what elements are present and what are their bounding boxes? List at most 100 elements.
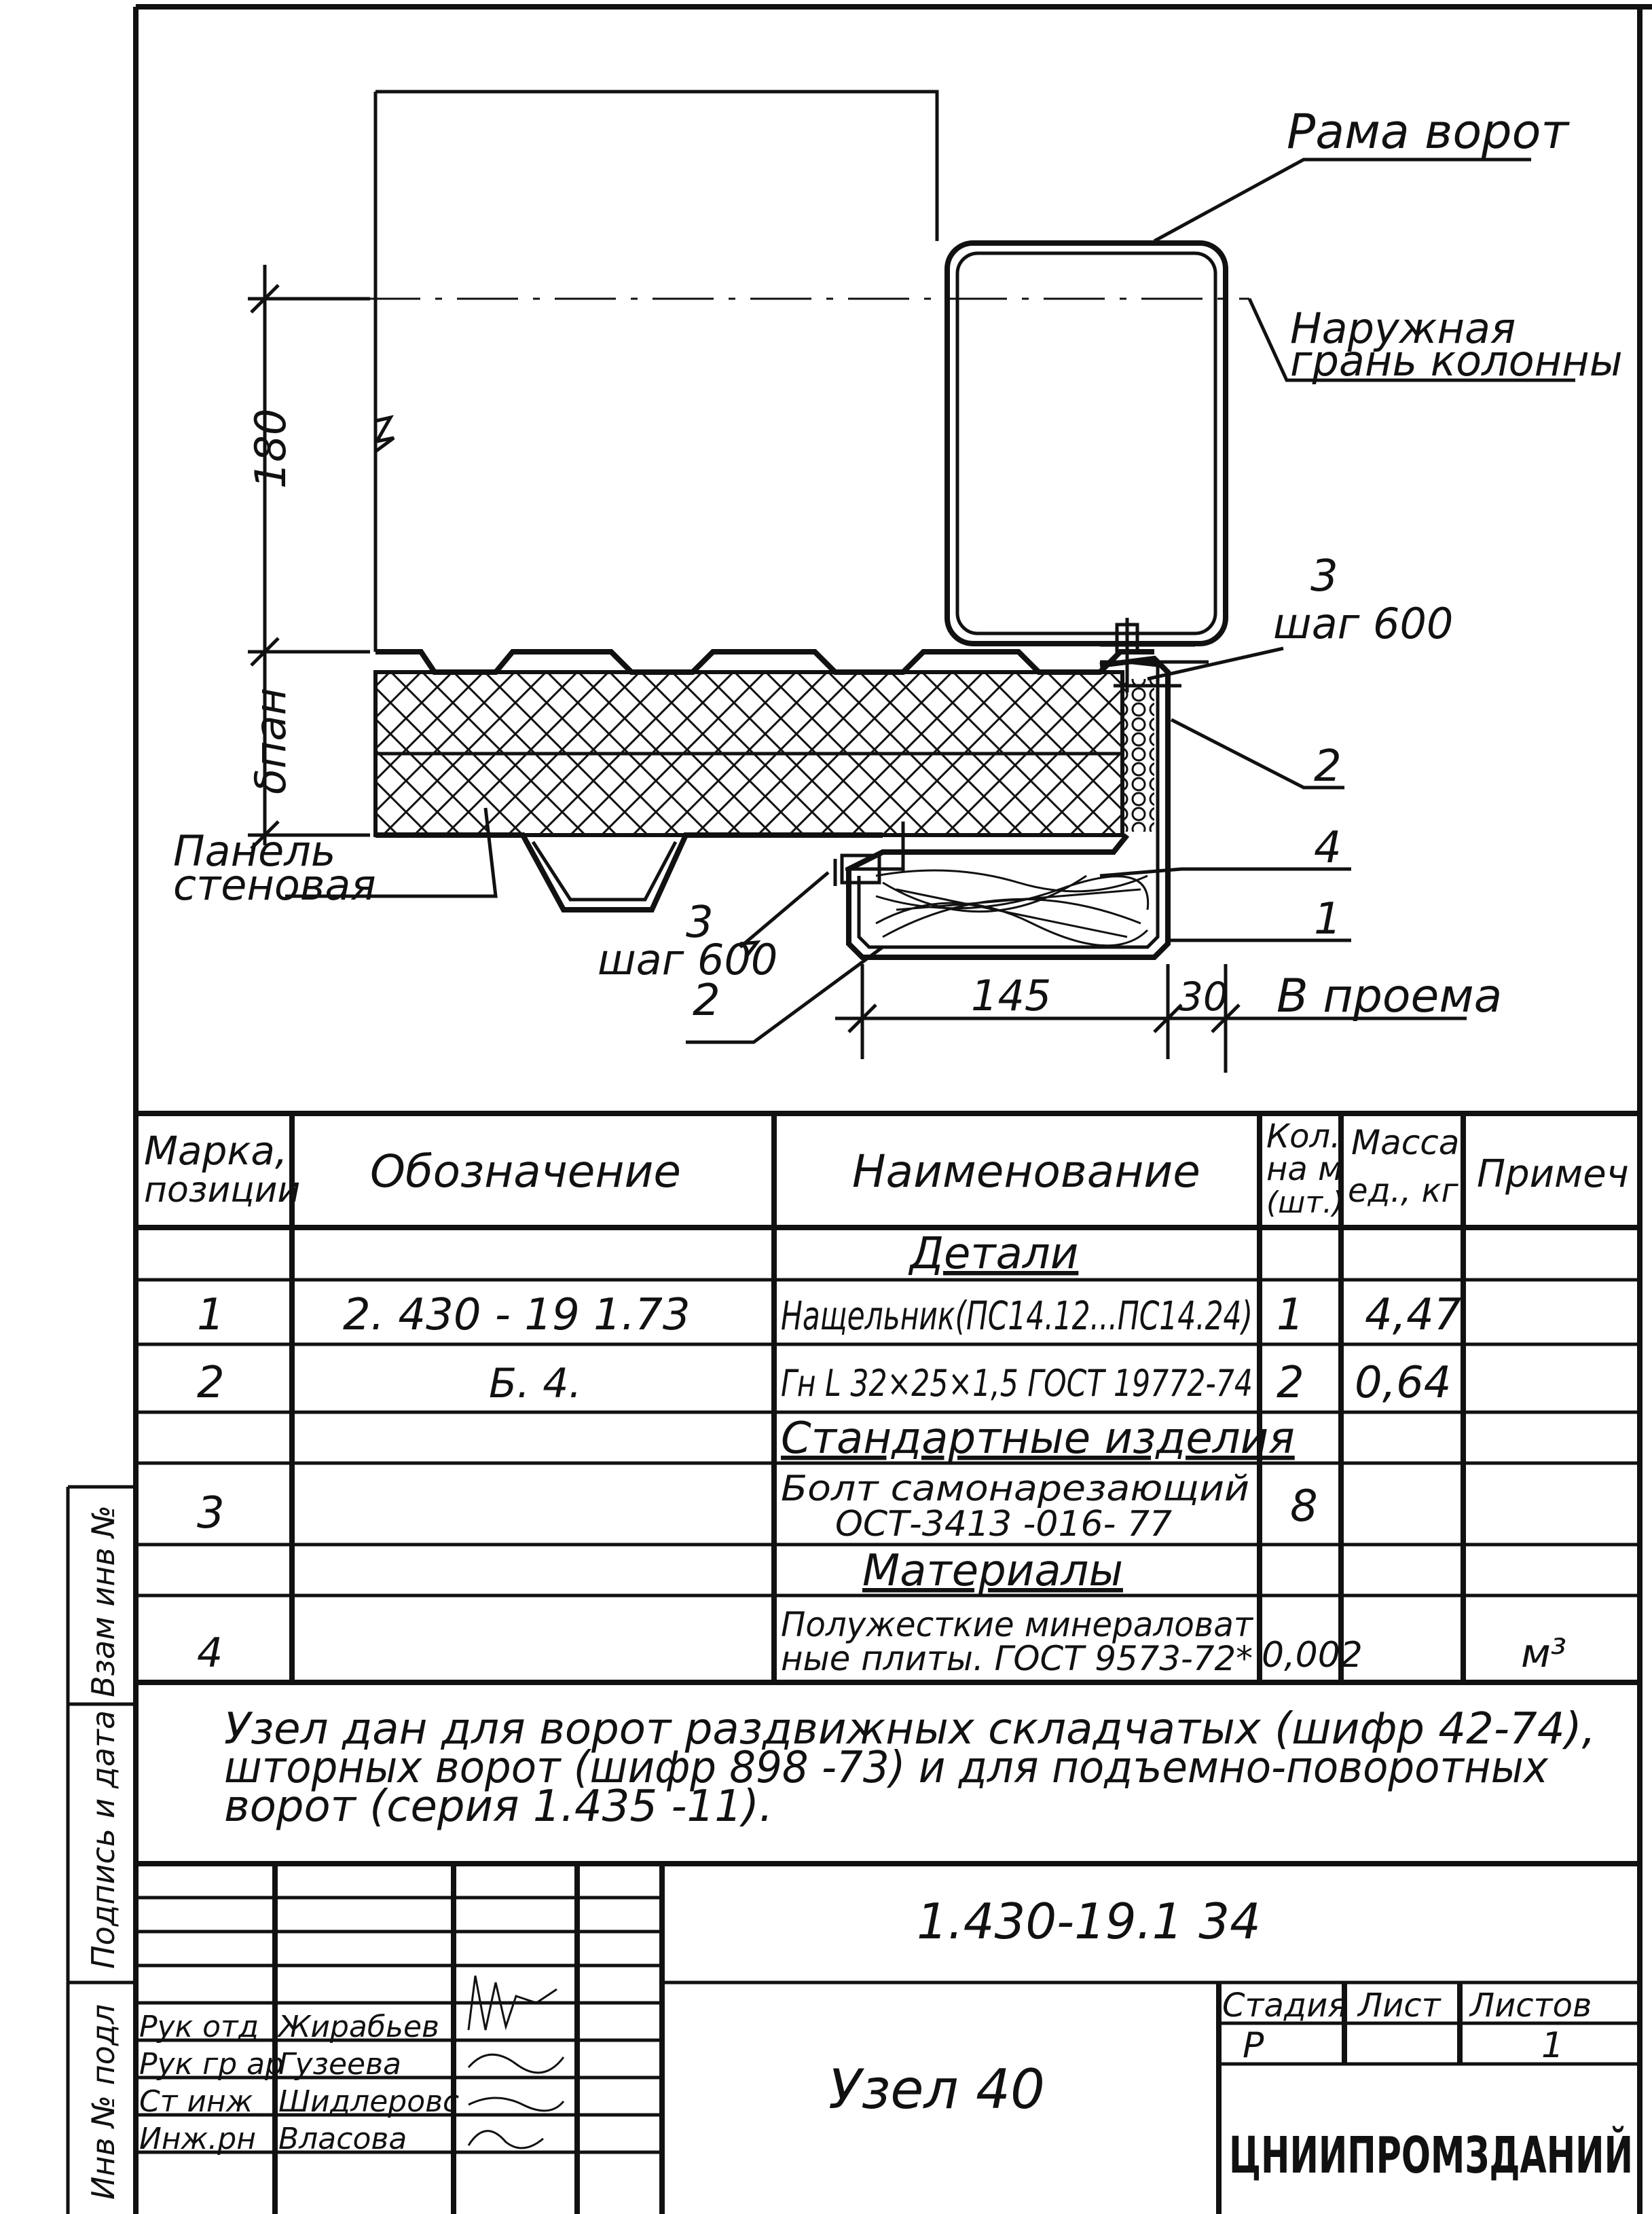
flashing-1 (846, 655, 1171, 960)
sheet-frame (66, 4, 1652, 2214)
dim-145: 145 (971, 971, 1051, 1020)
drawing-title: Узел 40 (828, 2058, 1045, 2121)
panel-top-profile (375, 649, 1154, 675)
hdr-qty-1: Кол. (1266, 1118, 1340, 1156)
label-gate-frame: Рама ворот (1287, 104, 1570, 160)
signer3-role: Ст инж (139, 2084, 253, 2119)
signer1-name: Жирабьев (276, 2010, 439, 2044)
dim-180: 180 (246, 409, 295, 489)
stage-value: Р (1243, 2025, 1264, 2066)
row2-mass: 0,64 (1355, 1358, 1452, 1408)
leader-pos3-bottom (739, 871, 830, 948)
signer2-name: Гузеева (278, 2047, 401, 2082)
label-pos4: 4 (1314, 823, 1342, 873)
gate-frame-tube-outer (944, 240, 1228, 646)
signer3-name: Шидлеровс (278, 2084, 459, 2119)
row4-name-1: Полужесткие минераловат (781, 1605, 1254, 1644)
sheets-value: 1 (1541, 2025, 1564, 2066)
general-note: Узел дан для ворот раздвижных складчатых… (224, 1704, 1596, 1832)
row1-mark: 1 (197, 1290, 225, 1340)
row2-qty: 2 (1277, 1358, 1304, 1408)
mineral-wool (875, 869, 1150, 947)
side-replace-inv: Взам инв № (85, 1505, 122, 1697)
section-materials: Материалы (862, 1546, 1123, 1596)
door-leaf-outline (373, 90, 939, 652)
side-inv-orig: Инв № подл (85, 2004, 122, 2200)
doc-code: 1.430-19.1 34 (917, 1893, 1261, 1950)
label-panel-2: стеновая (173, 860, 376, 910)
leader-pos3-top (1147, 646, 1284, 681)
sealant-coils (1120, 679, 1154, 832)
signer1-role: Рук отд (139, 2010, 259, 2044)
label-pitch-bottom: шаг 600 (598, 935, 777, 984)
label-outer-face-1: Наружная (1290, 303, 1516, 353)
hdr-qty-2: на м (1266, 1150, 1342, 1188)
label-pos1: 1 (1314, 894, 1342, 944)
gate-frame-tube-inner (955, 251, 1217, 635)
row4-qty: 0,002 (1262, 1635, 1363, 1676)
label-opening: В проема (1277, 970, 1502, 1023)
section-details: Детали (908, 1229, 1078, 1279)
leader-gate-frame (1153, 158, 1531, 243)
label-panel-1: Панель (173, 826, 335, 876)
bolt-bottom (833, 822, 905, 886)
note-line-1: Узел дан для ворот раздвижных складчатых… (224, 1704, 1596, 1754)
row1-name: Нащельник(ПС14.12...ПС14.24) (781, 1293, 1253, 1339)
label-pos2-bottom: 2 (693, 976, 720, 1026)
label-pitch-top: шаг 600 (1273, 599, 1453, 648)
note-line-2: шторных ворот (шифр 898 -73) и для подъе… (224, 1743, 1549, 1793)
sheet-label: Лист (1357, 1987, 1442, 2025)
leader-panel (285, 807, 498, 898)
row2-name: Гн L 32×25×1,5 ГОСТ 19772-74 (781, 1362, 1253, 1405)
dim-horizontal (835, 964, 1467, 1073)
signer4-role: Инж.рн (139, 2122, 256, 2156)
row3-qty: 8 (1290, 1481, 1318, 1532)
row3-mark: 3 (197, 1488, 225, 1538)
signer4-name: Власова (278, 2122, 407, 2156)
hdr-mark-2: позиции (144, 1170, 300, 1211)
leader-pos2-right (1170, 718, 1344, 790)
leader-pos4 (1099, 867, 1351, 878)
row1-designation: 2. 430 - 19 1.73 (343, 1290, 691, 1340)
section-standard: Стандартные изделия (781, 1414, 1295, 1464)
hdr-mass-1: Масса (1351, 1123, 1459, 1162)
sheets-label: Листов (1469, 1987, 1592, 2025)
signatures (467, 1975, 565, 2150)
row2-designation: Б. 4. (489, 1360, 582, 1407)
note-line-3: ворот (серия 1.435 -11). (224, 1782, 773, 1832)
organization: ЦНИИПРОМЗДАНИЙ (1229, 2125, 1633, 2185)
hdr-mark-1: Марка, (144, 1128, 287, 1174)
row1-mass: 4,47 (1365, 1290, 1462, 1340)
label-outer-face-2: грань колонны (1290, 336, 1623, 386)
label-pos3-top: 3 (1310, 551, 1338, 602)
row1-qty: 1 (1277, 1290, 1304, 1340)
dim-vertical (248, 265, 370, 850)
section-drawing: Рама ворот Наружная грань колонны 3 шаг … (173, 90, 1623, 1073)
hdr-qty-3: (шт.) (1266, 1185, 1344, 1220)
row3-name-1: Болт самонарезающий (781, 1469, 1249, 1509)
dim-delta-pan: δпан (246, 688, 295, 794)
hdr-mass-2: ед., кг (1348, 1172, 1458, 1210)
bolt-top (1100, 618, 1209, 693)
row2-mark: 2 (197, 1358, 225, 1408)
dim-30: 30 (1178, 974, 1228, 1020)
side-stamp: Взам инв № Подпись и дата Инв № подл (85, 1505, 122, 2200)
row4-note: м³ (1521, 1630, 1566, 1676)
leader-outer-face (1247, 297, 1575, 382)
hdr-name: Наименование (852, 1145, 1200, 1198)
leader-pos2-bottom (686, 945, 884, 1044)
side-sign-date: Подпись и дата (85, 1710, 122, 1969)
stage-label: Стадия (1222, 1987, 1347, 2025)
row4-mark: 4 (197, 1629, 223, 1677)
row4-name-2: ные плиты. ГОСТ 9573-72* (781, 1639, 1253, 1678)
spec-table: Марка, позиции Обозначение Наименование … (136, 1111, 1640, 1685)
hdr-note: Примеч (1477, 1152, 1629, 1196)
row3-name-2: ОСТ-3413 -016- 77 (835, 1504, 1172, 1545)
panel-bottom-profile (375, 832, 883, 912)
signer2-role: Рук гр ар (139, 2047, 284, 2082)
label-pos3-bottom: 3 (686, 898, 714, 948)
label-pos2-right: 2 (1314, 741, 1342, 792)
title-block: 1.430-19.1 34 Узел 40 Стадия Лист Листов… (136, 1861, 1640, 2214)
hdr-designation: Обозначение (370, 1145, 681, 1198)
